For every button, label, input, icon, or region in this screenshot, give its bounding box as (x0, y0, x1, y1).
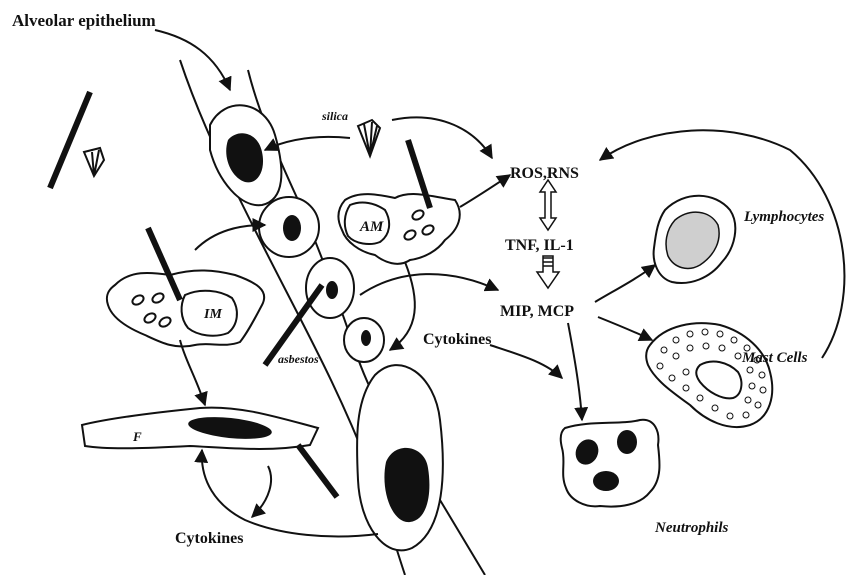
cytokines-bottom-label: Cytokines (175, 530, 243, 547)
neutrophil (561, 420, 660, 507)
arrow-epithelium-to-mip (360, 274, 498, 295)
epithelial-nucleus-2 (283, 215, 301, 241)
arrow-cytokines-to-neutrophils (490, 345, 562, 378)
tnf-il1-label: TNF, IL-1 (505, 237, 574, 254)
arrow-silica-to-ros (392, 117, 492, 158)
alveolar-macrophage: AM (338, 194, 459, 264)
silica-particle-left (84, 148, 104, 176)
mediator-cascade (537, 180, 559, 288)
fibroblast: F (82, 408, 318, 449)
ros-rns-label: ROS,RNS (510, 165, 579, 182)
asbestos-fiber-f (298, 445, 337, 497)
arrow-label-to-epithelium (155, 30, 230, 90)
epithelial-nucleus-3 (326, 281, 338, 299)
epithelial-nucleus-4 (361, 330, 371, 346)
lymphocyte (654, 196, 736, 283)
mast-cells-label: Mast Cells (741, 350, 808, 366)
silica-label: silica (321, 109, 348, 123)
silica-particle-top (358, 120, 380, 156)
f-label: F (132, 429, 142, 444)
arrow-im-to-f (180, 340, 205, 405)
arrow-epithelium-to-cytokines (202, 450, 378, 536)
arrow-mip-to-mast-cells (598, 317, 652, 340)
im-label: IM (203, 307, 222, 322)
mast-cell (646, 323, 772, 427)
mip-mcp-label: MIP, MCP (500, 303, 574, 320)
am-label: AM (359, 219, 384, 235)
interstitial-macrophage: IM (107, 270, 264, 346)
cytokines-center-label: Cytokines (423, 331, 491, 348)
lymphocytes-label: Lymphocytes (743, 209, 824, 225)
arrow-mip-to-neutrophils (568, 323, 582, 420)
alveolar-epithelium-label: Alveolar epithelium (12, 11, 156, 30)
asbestos-label: asbestos (278, 352, 319, 366)
arrow-am-to-ros (460, 175, 510, 207)
asbestos-fiber-free (50, 92, 90, 188)
arrow-mip-to-lymphocytes (595, 265, 655, 302)
neutrophils-label: Neutrophils (654, 520, 729, 536)
arrow-cytokines-to-f (252, 466, 271, 517)
